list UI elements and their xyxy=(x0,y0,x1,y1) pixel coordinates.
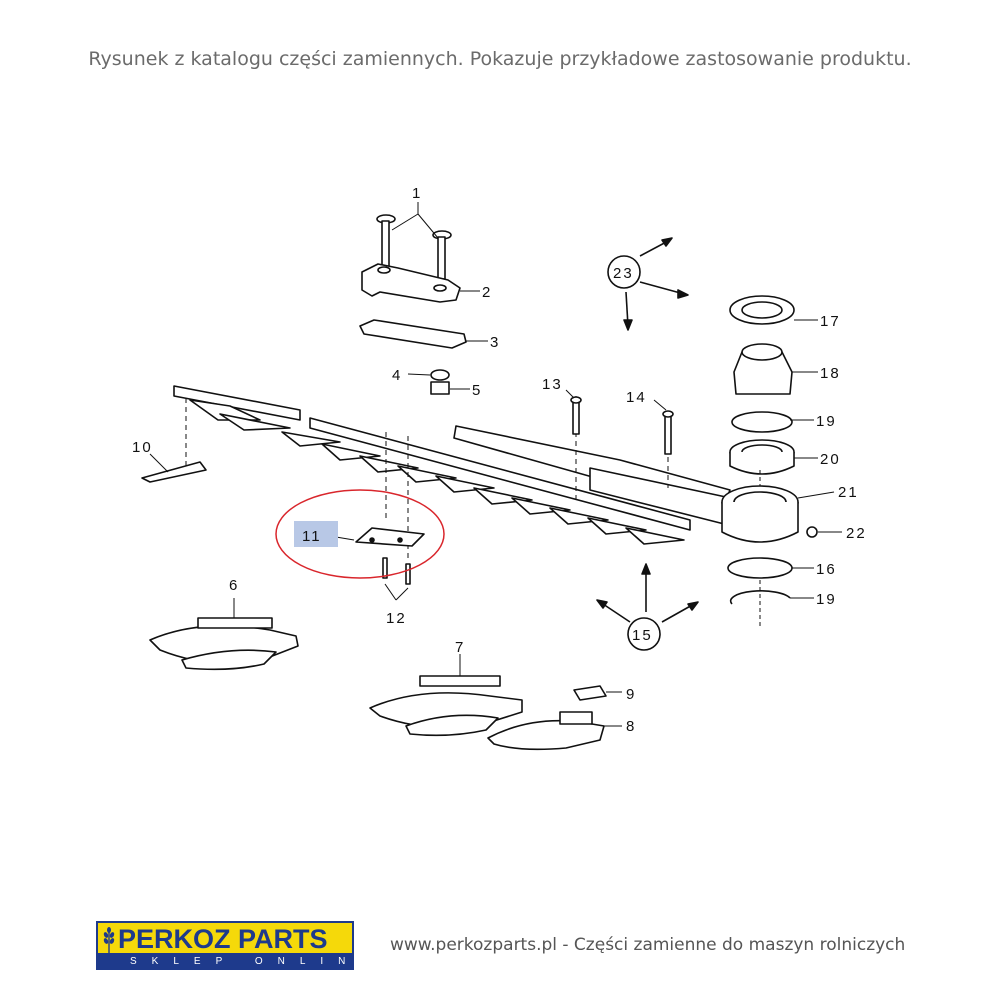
circle-15 xyxy=(627,617,661,651)
logo-subtitle: SKLEP ONLINE xyxy=(130,956,383,967)
part-11 xyxy=(329,527,425,547)
logo-top-panel: PERKOZ PARTS xyxy=(96,921,354,955)
knife-guard-left xyxy=(141,453,207,483)
label-5: 5 xyxy=(472,382,482,399)
logo-name: PERKOZ PARTS xyxy=(118,924,328,954)
label-13: 13 xyxy=(542,376,563,393)
label-9: 9 xyxy=(626,686,636,703)
circle-23 xyxy=(607,255,641,289)
label-20: 20 xyxy=(820,451,841,468)
guard-8-clip-9 xyxy=(487,685,622,751)
label-14: 14 xyxy=(626,389,647,406)
highlight-box xyxy=(294,521,338,547)
label-21: 21 xyxy=(838,484,859,501)
label-11: 11 xyxy=(302,528,322,545)
highlight-ellipse xyxy=(275,489,445,579)
direction-arrows xyxy=(596,237,699,623)
label-3: 3 xyxy=(490,334,500,351)
label-23: 23 xyxy=(613,265,634,282)
washer-nut xyxy=(407,369,470,395)
label-1: 1 xyxy=(412,185,422,202)
label-2: 2 xyxy=(482,284,492,301)
label-12: 12 xyxy=(386,610,407,627)
pitman-arm xyxy=(453,396,741,529)
label-19-bottom: 19 xyxy=(816,591,837,608)
label-16: 16 xyxy=(816,561,837,578)
pins xyxy=(565,389,674,455)
label-18: 18 xyxy=(820,365,841,382)
label-4: 4 xyxy=(392,367,402,384)
bearing-stack xyxy=(721,295,842,628)
footer-text[interactable]: www.perkozparts.pl - Części zamienne do … xyxy=(390,935,906,955)
logo-bottom-panel: SKLEP ONLINE xyxy=(96,955,367,970)
label-6: 6 xyxy=(229,577,239,594)
label-19-top: 19 xyxy=(816,413,837,430)
label-17: 17 xyxy=(820,313,841,330)
shim-plate xyxy=(359,319,488,349)
wheat-icon xyxy=(103,927,115,954)
screws xyxy=(382,557,411,601)
brand-logo[interactable]: PERKOZ PARTS SKLEP ONLINE xyxy=(96,921,367,971)
clamp-plate xyxy=(361,263,480,303)
bolt-pair xyxy=(376,202,452,280)
guard-section-6 xyxy=(149,598,299,671)
guard-section-7 xyxy=(369,654,523,737)
label-7: 7 xyxy=(455,639,465,656)
label-22: 22 xyxy=(846,525,867,542)
label-10: 10 xyxy=(132,439,153,456)
knife-bar xyxy=(173,385,691,560)
part-labels: 1 2 3 4 5 6 7 8 9 10 11 12 13 14 15 16 1… xyxy=(132,185,867,735)
label-8: 8 xyxy=(626,718,636,735)
caption: Rysunek z katalogu części zamiennych. Po… xyxy=(88,48,912,70)
label-15: 15 xyxy=(632,627,653,644)
